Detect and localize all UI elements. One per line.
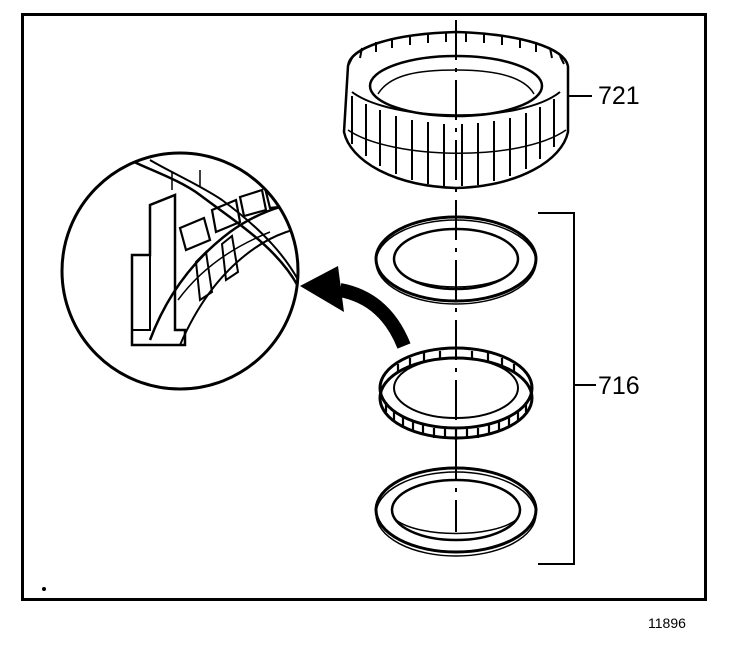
callout-716: 716	[598, 372, 640, 400]
thrust-washer-bottom	[374, 466, 538, 557]
splined-drum-721	[342, 30, 592, 190]
thrust-washer-top	[374, 215, 538, 305]
stray-mark	[42, 587, 46, 591]
callout-721: 721	[598, 82, 640, 110]
detail-arrow	[300, 266, 411, 349]
bracket-716	[538, 212, 596, 565]
figure-frame	[21, 13, 707, 601]
figure-id: 11896	[648, 615, 686, 631]
magnified-detail-circle	[60, 151, 300, 391]
needle-bearing	[378, 346, 534, 440]
